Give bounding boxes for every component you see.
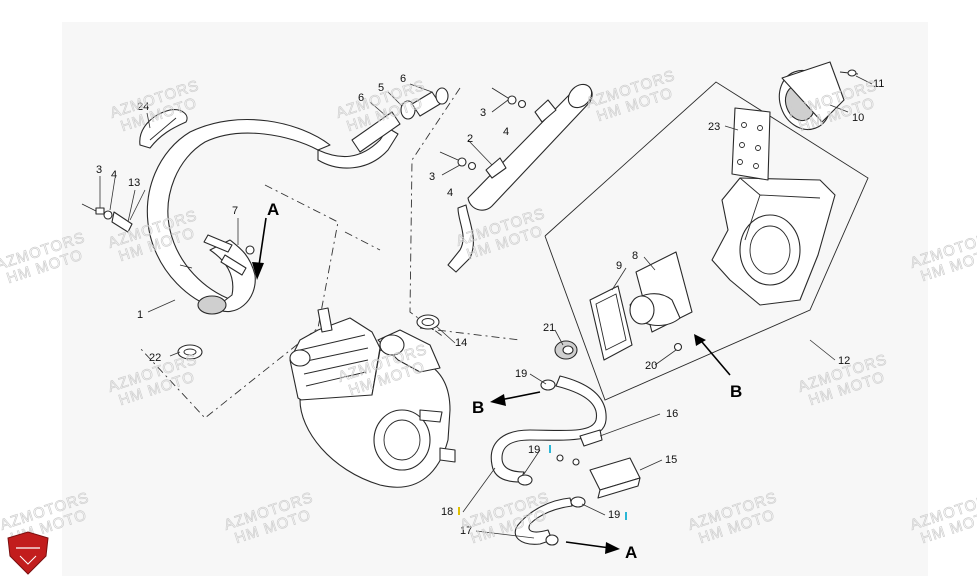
breather-valve	[556, 429, 641, 499]
callout-10: 10	[852, 112, 864, 124]
airbox-cover-plate	[731, 107, 771, 181]
callout-4-left: 4	[111, 169, 117, 181]
callout-23: 23	[708, 121, 720, 133]
connection-letters: A A B B	[267, 200, 742, 562]
callout-19-upper: 19	[515, 368, 527, 380]
boundary-airbox-assembly	[544, 81, 869, 401]
callout-3-silencer-low: 3	[429, 171, 435, 183]
callout-5: 5	[378, 82, 384, 94]
callout-15: 15	[665, 454, 677, 466]
callout-11: 11	[873, 78, 884, 90]
callout-22: 22	[149, 352, 161, 364]
callout-19-middle: 19	[528, 444, 540, 456]
letter-b-right: B	[730, 382, 742, 401]
silencer-bolts	[439, 87, 527, 171]
callout-13: 13	[128, 177, 140, 189]
letter-b-left: B	[472, 398, 484, 417]
intake-clamp	[416, 314, 440, 330]
gasket-ring	[177, 344, 203, 360]
callout-9: 9	[616, 260, 622, 272]
intake-boot	[589, 251, 693, 361]
callout-14: 14	[455, 337, 467, 349]
bracket-bolt-left	[81, 203, 133, 233]
engine-block	[289, 307, 456, 488]
intake-bolt	[673, 342, 683, 352]
yellow-marker-18	[458, 507, 460, 515]
callout-1: 1	[137, 309, 143, 321]
callout-18: 18	[441, 506, 453, 518]
exhaust-springs	[203, 234, 255, 276]
exhaust-heat-guard	[139, 109, 188, 149]
callout-19-lower: 19	[608, 509, 620, 521]
callout-20: 20	[645, 360, 657, 372]
filter-screw	[839, 69, 859, 77]
brand-logo	[7, 531, 49, 575]
callout-6-right: 6	[400, 73, 406, 85]
callout-3-silencer-top: 3	[480, 107, 486, 119]
callout-4-silencer-low: 4	[447, 187, 453, 199]
callout-2: 2	[467, 133, 473, 145]
cyan-marker-19b	[625, 512, 627, 520]
callout-21: 21	[543, 322, 555, 334]
boundary-exhaust-assembly	[139, 184, 339, 419]
callout-8: 8	[632, 250, 638, 262]
air-filter	[778, 61, 845, 131]
link-pipe-upper	[351, 87, 449, 153]
direction-arrows	[252, 217, 731, 554]
callout-6-left: 6	[358, 92, 364, 104]
leader-lines	[99, 75, 873, 539]
callout-labels: 1 2 3 3 3 4 4 4 5 6 6 7 8 9 10 11 12 13 …	[96, 73, 884, 537]
boundary-silencer-assembly	[409, 87, 461, 339]
callout-17: 17	[460, 525, 472, 537]
cyan-marker-19	[549, 445, 551, 453]
callout-7: 7	[232, 205, 238, 217]
letter-a-top: A	[267, 200, 279, 219]
callout-12: 12	[838, 355, 850, 367]
exhaust-pipe	[146, 118, 399, 315]
callout-24: 24	[137, 101, 149, 113]
callout-3-left: 3	[96, 164, 102, 176]
airbox	[711, 177, 836, 306]
callout-4-silencer-top: 4	[503, 126, 509, 138]
intake-seal	[554, 340, 578, 360]
breather-hoses	[490, 375, 607, 546]
boundary-link	[344, 231, 381, 251]
callout-16: 16	[666, 408, 678, 420]
silencer	[447, 83, 593, 273]
letter-a-bottom: A	[625, 543, 637, 562]
